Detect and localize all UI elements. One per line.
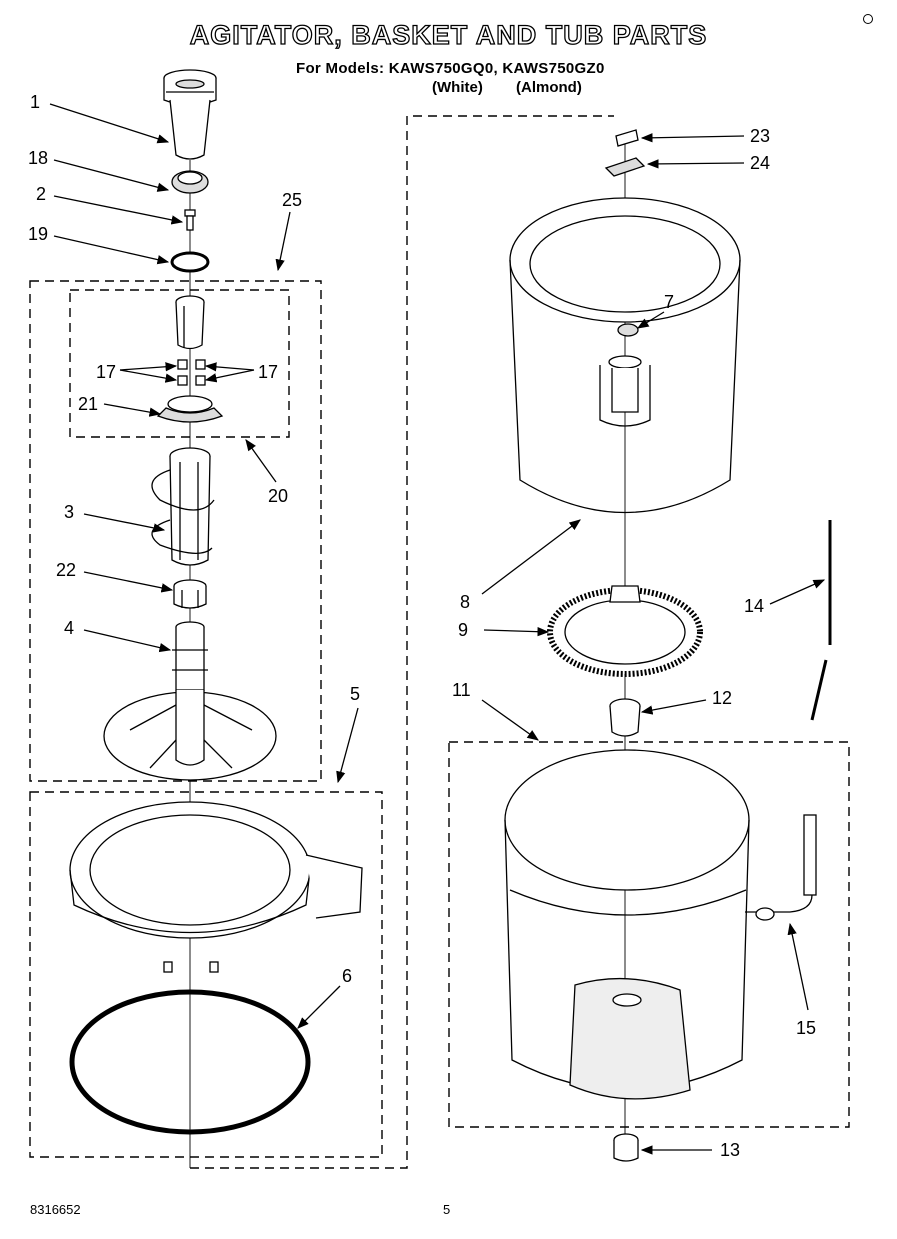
hose-part-14: [810, 520, 832, 721]
drain-fitting-part-13: [613, 1133, 639, 1162]
leader-15: [787, 922, 809, 1011]
page-number: 5: [443, 1202, 451, 1217]
group-box-25: [29, 280, 322, 782]
leader-14: [769, 579, 826, 605]
callout-8: 8: [460, 592, 470, 612]
leader-24: [646, 159, 745, 169]
nut-part-7: [617, 323, 639, 337]
leader-7: [637, 311, 665, 329]
tub-seal-part-12: [609, 698, 641, 737]
leader-21: [103, 403, 162, 417]
leader-23: [640, 133, 745, 143]
bolt-part-2: [184, 209, 196, 231]
basket-part-8: [509, 197, 741, 514]
callout-5: 5: [350, 684, 360, 704]
callout-13: 13: [720, 1140, 740, 1160]
page-title: AGITATOR, BASKET AND TUB PARTS: [189, 19, 708, 50]
callout-1: 1: [30, 92, 40, 112]
group-box-5: [29, 791, 383, 1158]
leader-17b: [204, 362, 255, 372]
callout-25: 25: [282, 190, 302, 210]
leader-3: [83, 513, 166, 533]
leader-4: [83, 629, 172, 653]
callout-24: 24: [750, 153, 770, 173]
variant-almond: (Almond): [516, 79, 582, 96]
callout-22: 22: [56, 560, 76, 580]
callout-4: 4: [64, 618, 74, 638]
leader-17a: [119, 362, 178, 372]
group-box-20: [69, 289, 290, 438]
leader-25: [275, 211, 291, 272]
outer-tub-part-11: [504, 749, 750, 1100]
inlet-tube-part-15: [745, 814, 817, 921]
callout-6: 6: [342, 966, 352, 986]
leader-2: [53, 195, 184, 225]
agitator-dogs-part-17: [177, 359, 206, 386]
callout-12: 12: [712, 688, 732, 708]
clip-part-23: [615, 129, 639, 147]
callout-18: 18: [28, 148, 48, 168]
callout-20: 20: [268, 486, 288, 506]
callout-11: 11: [452, 680, 471, 700]
leader-6: [297, 985, 341, 1029]
group-box-11: [448, 741, 850, 1128]
cam-ring-part-21: [156, 395, 224, 423]
leader-11: [481, 699, 539, 741]
dispenser-cup-part-18: [171, 170, 209, 194]
connector-dashed-line: [190, 115, 614, 1169]
clip-part-24: [604, 157, 646, 177]
callout-3: 3: [64, 502, 74, 522]
agitator-cam-part-20: [175, 295, 205, 350]
corner-hole-mark: [863, 14, 873, 24]
leader-12: [640, 699, 707, 715]
drive-hub-part-9: [547, 585, 703, 677]
footer-document-code: 8316652: [30, 1202, 81, 1217]
leader-17a2: [119, 369, 178, 383]
o-ring-part-19: [170, 251, 210, 273]
callout-23: 23: [750, 126, 770, 146]
callout-14: 14: [744, 596, 764, 616]
callout-2: 2: [36, 184, 46, 204]
bearing-part-22: [173, 579, 207, 609]
models-line: For Models: KAWS750GQ0, KAWS750GZ0: [296, 60, 605, 77]
tub-ring-part-5: [69, 801, 363, 973]
callout-15: 15: [796, 1018, 816, 1038]
leader-22: [83, 571, 174, 593]
leader-5: [336, 707, 359, 784]
leader-17b2: [204, 369, 255, 383]
callout-7: 7: [664, 292, 674, 312]
leader-8: [481, 519, 581, 595]
auger-part-3: [151, 447, 215, 566]
leader-1: [49, 103, 170, 144]
leader-18: [53, 159, 170, 192]
variant-white: (White): [432, 79, 483, 96]
leader-20: [245, 439, 277, 483]
snubber-ring-part-6: [69, 989, 311, 1135]
leader-9: [483, 626, 550, 637]
callout-17-left: 17: [96, 362, 116, 382]
callout-17-right: 17: [258, 362, 278, 382]
callout-9: 9: [458, 620, 468, 640]
leader-19: [53, 235, 170, 265]
callout-21: 21: [78, 394, 98, 414]
callout-19: 19: [28, 224, 48, 244]
agitator-base-part-4: [103, 621, 277, 781]
agitator-cap-part-1: [163, 69, 217, 160]
